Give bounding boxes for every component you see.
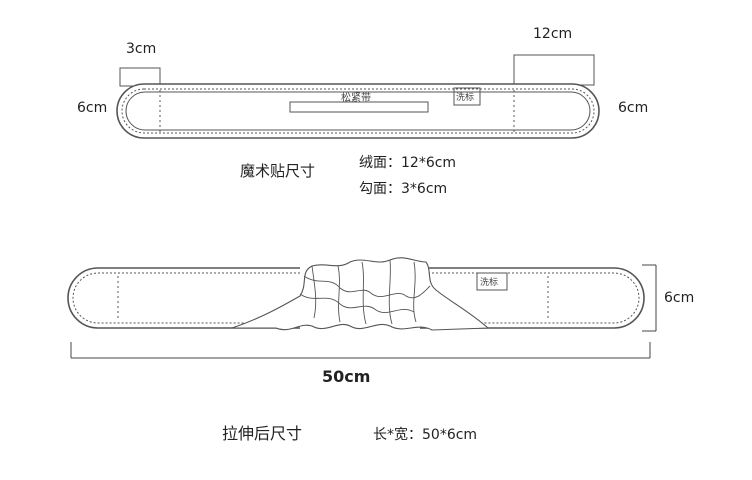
top-wash-tag-box [453, 87, 481, 106]
bottom-belt-left-stitch [72, 272, 300, 324]
velcro-caption-title: 魔术贴尺寸 [240, 162, 316, 180]
gathered-elastic [231, 257, 490, 331]
loop-tab [513, 54, 595, 86]
bottom-belt [67, 257, 645, 331]
top-belt-stitching [121, 88, 595, 134]
top-height-left-label: 6cm [77, 100, 108, 116]
stretch-size-label: 长*宽：50*6cm [373, 427, 478, 443]
velcro-loop-size: 绒面：12*6cm [359, 155, 457, 171]
top-belt-outline [116, 83, 600, 139]
loop-tab-width-label: 12cm [533, 26, 573, 42]
length-label: 50cm [322, 367, 371, 386]
top-wash-tag-label: 洗标 [456, 93, 475, 103]
bottom-wash-tag-box [476, 272, 508, 291]
bottom-belt-left-outline [67, 267, 300, 329]
bottom-height-label: 6cm [664, 290, 695, 306]
top-belt [116, 54, 600, 139]
bottom-belt-right-stitch [420, 272, 640, 324]
dimension-lines [70, 264, 657, 359]
velcro-hook-size: 勾面：3*6cm [359, 181, 448, 197]
top-height-right-label: 6cm [618, 100, 649, 116]
bottom-belt-right-outline [420, 267, 645, 329]
stretch-caption-title: 拉伸后尺寸 [222, 424, 303, 443]
elastic-label-box [289, 101, 429, 113]
top-belt-inner-seam [125, 91, 591, 131]
gather-folds [299, 259, 431, 325]
hook-tab-width-label: 3cm [126, 41, 157, 57]
bottom-wash-tag-label: 洗标 [480, 278, 499, 288]
elastic-label: 松紧带 [341, 93, 371, 104]
